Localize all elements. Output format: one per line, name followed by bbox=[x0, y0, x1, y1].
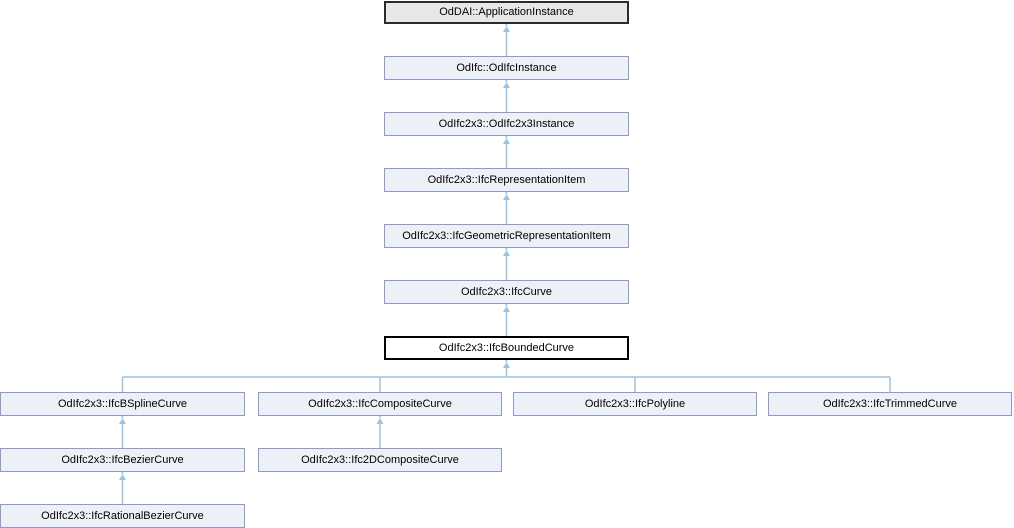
class-node-label: OdIfc2x3::IfcBSplineCurve bbox=[57, 397, 187, 410]
class-node-label: OdIfc2x3::IfcRationalBezierCurve bbox=[41, 509, 204, 522]
class-node-label: OdIfc2x3::Ifc2DCompositeCurve bbox=[301, 453, 459, 466]
class-node-label: OdIfc2x3::IfcGeometricRepresentationItem bbox=[402, 229, 611, 242]
class-node-ifc2dcompositecurve[interactable]: OdIfc2x3::Ifc2DCompositeCurve bbox=[258, 448, 502, 472]
class-node-oddai-applicationinstance: OdDAI::ApplicationInstance bbox=[384, 1, 629, 24]
class-node-ifctrimmedcurve[interactable]: OdIfc2x3::IfcTrimmedCurve bbox=[768, 392, 1012, 416]
class-node-ifcgeometricrepresentationitem[interactable]: OdIfc2x3::IfcGeometricRepresentationItem bbox=[384, 224, 629, 248]
class-node-label: OdIfc2x3::IfcCurve bbox=[460, 285, 553, 298]
class-node-ifcrationalbeziercurve[interactable]: OdIfc2x3::IfcRationalBezierCurve bbox=[0, 504, 245, 528]
class-node-label: OdIfc2x3::IfcCompositeCurve bbox=[308, 397, 452, 410]
arrowhead-icon bbox=[503, 82, 510, 88]
arrowhead-icon bbox=[503, 138, 510, 144]
arrowhead-icon bbox=[503, 306, 510, 312]
class-node-ifcboundedcurve: OdIfc2x3::IfcBoundedCurve bbox=[384, 336, 629, 360]
class-node-label: OdIfc::OdIfcInstance bbox=[456, 61, 557, 74]
arrowhead-icon bbox=[503, 250, 510, 256]
class-node-odifc2x3-odifc2x3instance[interactable]: OdIfc2x3::OdIfc2x3Instance bbox=[384, 112, 629, 136]
class-node-ifccompositecurve[interactable]: OdIfc2x3::IfcCompositeCurve bbox=[258, 392, 502, 416]
class-node-ifcbsplinecurve[interactable]: OdIfc2x3::IfcBSplineCurve bbox=[0, 392, 245, 416]
class-node-label: OdIfc2x3::IfcRepresentationItem bbox=[427, 173, 586, 186]
class-node-label: OdIfc2x3::IfcPolyline bbox=[584, 397, 686, 410]
arrowhead-icon bbox=[119, 418, 126, 424]
arrowhead-icon bbox=[503, 194, 510, 200]
class-node-ifccurve[interactable]: OdIfc2x3::IfcCurve bbox=[384, 280, 629, 304]
arrowhead-icon bbox=[503, 26, 510, 32]
class-node-label: OdIfc2x3::OdIfc2x3Instance bbox=[438, 117, 575, 130]
class-node-label: OdIfc2x3::IfcTrimmedCurve bbox=[822, 397, 958, 410]
class-node-label: OdDAI::ApplicationInstance bbox=[439, 6, 574, 18]
class-node-label: OdIfc2x3::IfcBezierCurve bbox=[61, 453, 184, 466]
class-node-label: OdIfc2x3::IfcBoundedCurve bbox=[438, 341, 575, 354]
class-node-ifcbeziercurve[interactable]: OdIfc2x3::IfcBezierCurve bbox=[0, 448, 245, 472]
arrowhead-icon bbox=[119, 474, 126, 480]
arrowhead-icon bbox=[376, 418, 384, 424]
arrowhead-icon bbox=[503, 362, 510, 368]
class-node-ifcpolyline[interactable]: OdIfc2x3::IfcPolyline bbox=[513, 392, 757, 416]
class-node-odifc-odifcinstance[interactable]: OdIfc::OdIfcInstance bbox=[384, 56, 629, 80]
class-node-ifcrepresentationitem[interactable]: OdIfc2x3::IfcRepresentationItem bbox=[384, 168, 629, 192]
